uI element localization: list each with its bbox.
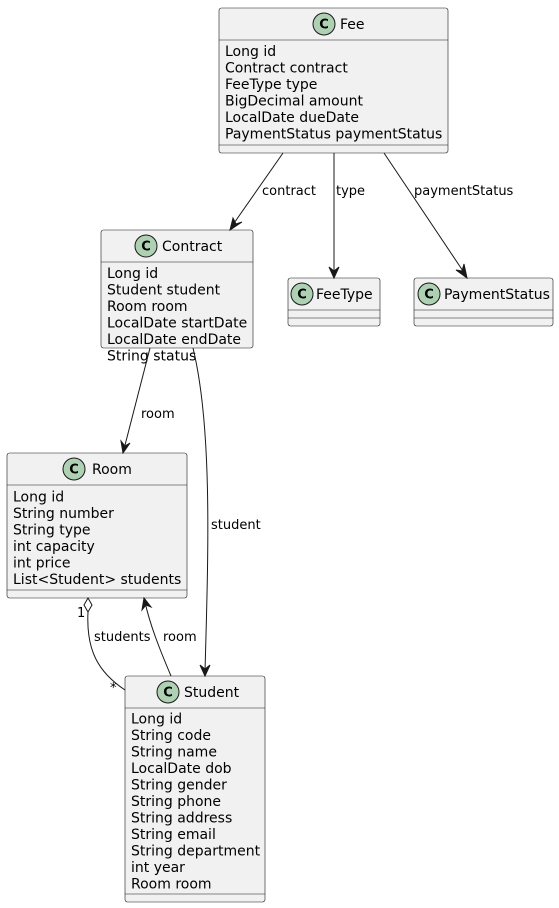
svg-text:C: C: [69, 463, 79, 478]
relation-label: contract: [262, 184, 316, 199]
attribute: Room room: [131, 877, 212, 893]
relation-label: student: [211, 518, 261, 533]
class-room[interactable]: C Room Long id String number String type…: [6, 452, 188, 599]
class-name: PaymentStatus: [444, 287, 550, 303]
multiplicity-label: *: [110, 681, 117, 696]
class-badge-icon: [62, 457, 86, 481]
attribute: LocalDate endDate: [107, 332, 241, 348]
relation-label: type: [336, 184, 365, 199]
svg-text:C: C: [163, 686, 173, 701]
attribute: Contract contract: [225, 61, 348, 77]
attribute: Long id: [107, 266, 158, 282]
class-badge-icon: [290, 282, 314, 306]
attribute: Room room: [107, 299, 188, 315]
relation-fee-feetype[interactable]: type: [328, 153, 365, 280]
arrow-head-icon: [229, 216, 243, 232]
relation-fee-paymentstatus[interactable]: paymentStatus: [383, 152, 514, 280]
attribute: Long id: [225, 44, 276, 60]
class-student[interactable]: C Student Long id String code String nam…: [124, 675, 266, 903]
attribute: Long id: [131, 712, 182, 728]
attribute: String status: [107, 349, 196, 365]
attribute: BigDecimal amount: [225, 94, 363, 110]
relation-room-students[interactable]: students 1 *: [77, 596, 151, 696]
relation-fee-contract[interactable]: contract: [229, 152, 316, 232]
class-fee[interactable]: C Fee Long id Contract contract FeeType …: [218, 7, 449, 154]
arrow-head-icon: [199, 664, 211, 678]
multiplicity-label: 1: [77, 606, 85, 621]
attribute: FeeType type: [225, 77, 317, 93]
arrow-head-icon: [120, 439, 131, 455]
attribute: String email: [131, 827, 216, 843]
class-name: Contract: [162, 239, 223, 255]
arrow-head-icon: [455, 263, 468, 280]
class-badge-icon: [134, 234, 158, 258]
class-paymentstatus[interactable]: C PaymentStatus: [413, 277, 554, 327]
class-contract[interactable]: C Contract Long id Student student Room …: [100, 229, 254, 365]
class-feetype[interactable]: C FeeType: [287, 277, 381, 327]
attribute: String name: [131, 745, 217, 761]
class-badge-icon: [156, 680, 180, 704]
arrow-head-icon: [328, 266, 340, 280]
attribute: LocalDate dueDate: [225, 110, 359, 126]
class-name: FeeType: [316, 287, 373, 303]
attribute: Student student: [107, 283, 221, 299]
relation-label: paymentStatus: [414, 184, 514, 199]
class-name: Student: [184, 685, 240, 701]
attribute: String department: [131, 844, 261, 860]
class-badge-icon: [312, 12, 336, 36]
attribute: String address: [131, 811, 232, 827]
relation-student-room[interactable]: room: [141, 596, 197, 677]
attribute: int year: [131, 860, 185, 876]
relation-contract-room[interactable]: room: [120, 347, 175, 455]
arrow-head-icon: [141, 596, 153, 612]
attribute: String gender: [131, 778, 227, 794]
attribute: List<Student> students: [13, 572, 181, 588]
class-name: Room: [92, 462, 132, 478]
svg-text:C: C: [319, 18, 329, 33]
svg-text:C: C: [424, 288, 434, 303]
attribute: String code: [131, 728, 211, 744]
attribute: int capacity: [13, 539, 95, 555]
relation-label: room: [163, 630, 197, 645]
svg-text:C: C: [141, 240, 151, 255]
svg-text:C: C: [297, 288, 307, 303]
attribute: String number: [13, 506, 114, 522]
class-name: Fee: [340, 17, 365, 33]
attribute: LocalDate startDate: [107, 316, 247, 332]
attribute: String phone: [131, 794, 221, 810]
relation-contract-student[interactable]: student: [192, 347, 261, 678]
relation-label: room: [141, 407, 175, 422]
attribute: String type: [13, 523, 91, 539]
class-badge-icon: [417, 282, 441, 306]
attribute: PaymentStatus paymentStatus: [225, 127, 442, 143]
attribute: LocalDate dob: [131, 761, 232, 777]
relation-label: students: [94, 630, 151, 645]
attribute: int price: [13, 556, 71, 572]
attribute: Long id: [13, 490, 64, 506]
